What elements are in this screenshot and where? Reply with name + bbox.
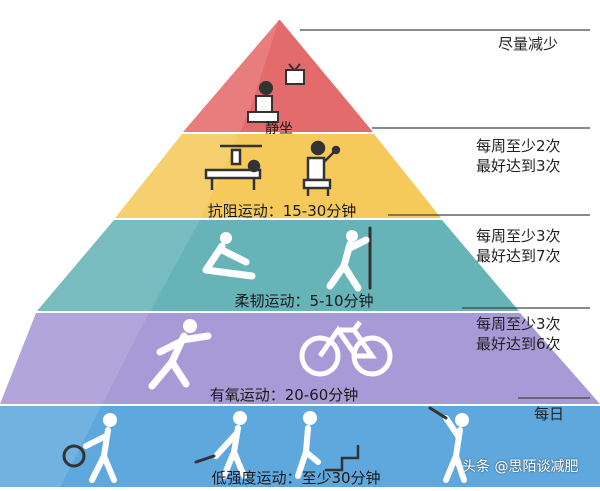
note-line-text: 每周至少3次: [476, 315, 561, 333]
note-line-text: 最好达到6次: [476, 335, 561, 353]
tier-label-flexibility: 柔韧运动：5-10分钟: [234, 292, 374, 310]
note-line-text: 每周至少2次: [476, 137, 561, 155]
note-lowintensity: 每日: [534, 404, 564, 424]
bench-press-icon: [204, 144, 262, 190]
golf-swing-icon: [428, 406, 469, 483]
note-sedentary: 尽量减少: [498, 34, 558, 54]
tier-flexibility-bg: [37, 220, 519, 311]
tier-label-resistance: 抗阻运动：15-30分钟: [207, 202, 357, 220]
floor-stretch-icon: [202, 232, 256, 280]
sweeping-icon: [194, 411, 247, 479]
tier-label-aerobic: 有氧运动：20-60分钟: [209, 386, 359, 404]
note-line-text: 尽量减少: [498, 35, 559, 53]
note-aerobic: 每周至少3次 最好达到6次: [476, 314, 561, 354]
stair-climbing-icon: [295, 411, 360, 479]
tier-label-sedentary: 静坐: [265, 121, 293, 137]
source-watermark: 头条 @思陌谈减肥: [462, 459, 579, 475]
tier-label-lowintensity: 低强度运动：至少30分钟: [211, 469, 381, 487]
sitting-figure-icon: [247, 81, 279, 123]
note-flexibility: 每周至少3次 最好达到7次: [476, 226, 561, 266]
bicycle-icon: [299, 320, 393, 377]
note-line-text: 每日: [534, 405, 565, 423]
tier-sedentary-bg: [183, 20, 373, 132]
note-line-text: 最好达到3次: [476, 157, 561, 175]
tier-resistance-bg: [115, 134, 441, 218]
running-figure-icon: [148, 319, 212, 390]
standing-stretch-icon: [326, 226, 372, 292]
note-resistance: 每周至少2次 最好达到3次: [476, 136, 561, 176]
seated-curl-icon: [302, 140, 341, 196]
tv-icon: [285, 63, 305, 85]
note-line-text: 每周至少3次: [476, 227, 561, 245]
stroller-walking-icon: [62, 413, 117, 483]
note-line-text: 最好达到7次: [476, 247, 561, 265]
